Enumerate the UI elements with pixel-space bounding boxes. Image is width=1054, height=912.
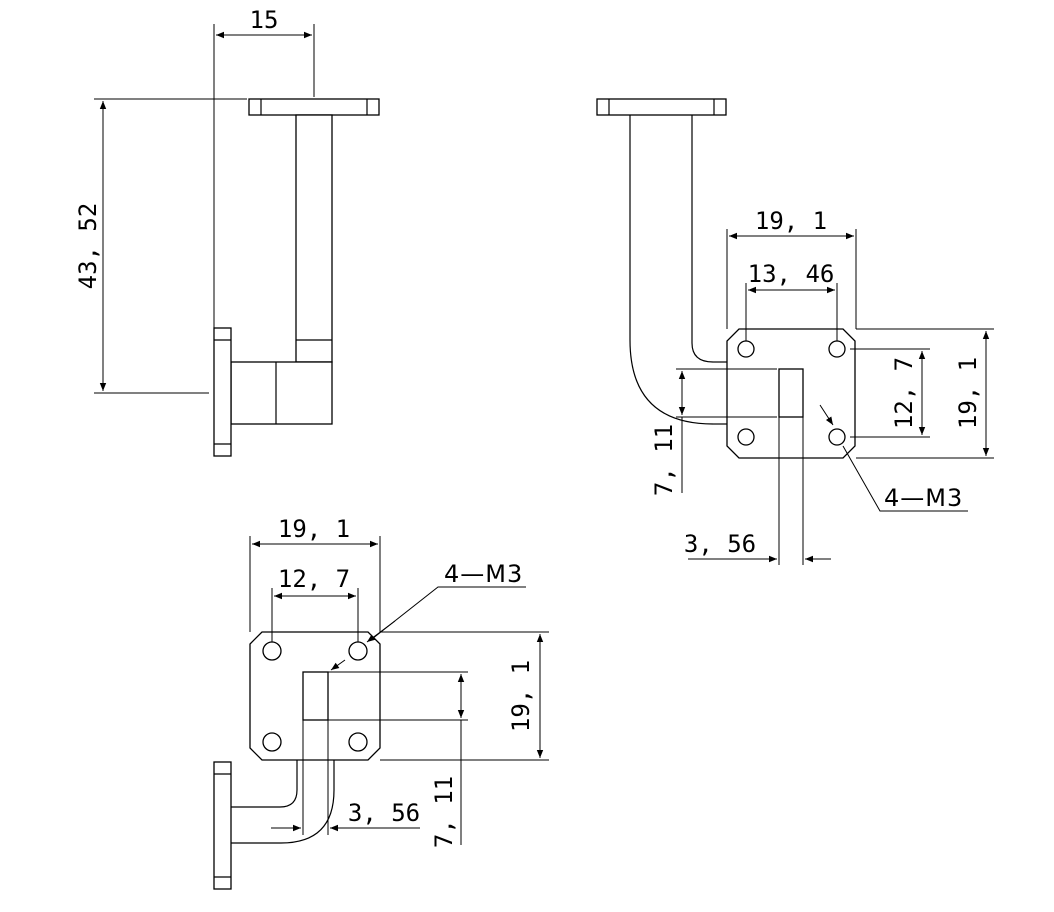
top-flange [248,98,380,116]
hole-tl [737,340,755,358]
bend-inner [231,760,298,808]
dim-19-1-right: 19, 1 [954,357,982,429]
dim-19-1-bottom-top: 19, 1 [278,515,350,543]
hole-b-tr [348,641,368,661]
side-flange-bottom [213,761,232,890]
bent-tube-outer [629,115,714,425]
bend-block [230,361,333,425]
hole-bl [737,428,755,446]
hole-b-tl [262,641,282,661]
bent-tube-inner [691,115,714,363]
bottom-view: 19, 1 12, 7 4—M3 19, 1 7, 11 3, 56 [213,515,549,890]
dim-12-7: 12, 7 [890,357,918,429]
top-right-view: 19, 1 13, 46 12, 7 19, 1 7, 11 3, 56 4—M… [596,98,994,565]
aperture [778,368,804,418]
thread-label-bottom: 4—M3 [444,560,523,588]
dim-12-7-bottom: 12, 7 [278,565,350,593]
bend-outer [231,760,335,844]
dim-3-56-bottom: 3, 56 [348,799,420,827]
dim-43-52: 43, 52 [74,203,102,290]
dim-13-46: 13, 46 [748,260,835,288]
side-flange [213,327,232,457]
dim-3-56-right: 3, 56 [684,530,756,558]
hole-br [828,428,846,446]
dim-7-11-bottom: 7, 11 [430,776,458,848]
dim-7-11-right: 7, 11 [650,424,678,496]
hole-b-bl [262,732,282,752]
dim-19-1-top: 19, 1 [755,207,827,235]
dim-19-1-bottom-right: 19, 1 [507,660,535,732]
hole-tr [828,340,846,358]
front-view: 15 43, 52 [74,6,380,457]
thread-label-right: 4—M3 [884,484,963,512]
aperture-bottom [302,671,329,721]
dim-15: 15 [250,6,279,34]
vertical-tube [295,114,333,363]
top-flange-right [596,98,727,116]
hole-b-br [348,732,368,752]
